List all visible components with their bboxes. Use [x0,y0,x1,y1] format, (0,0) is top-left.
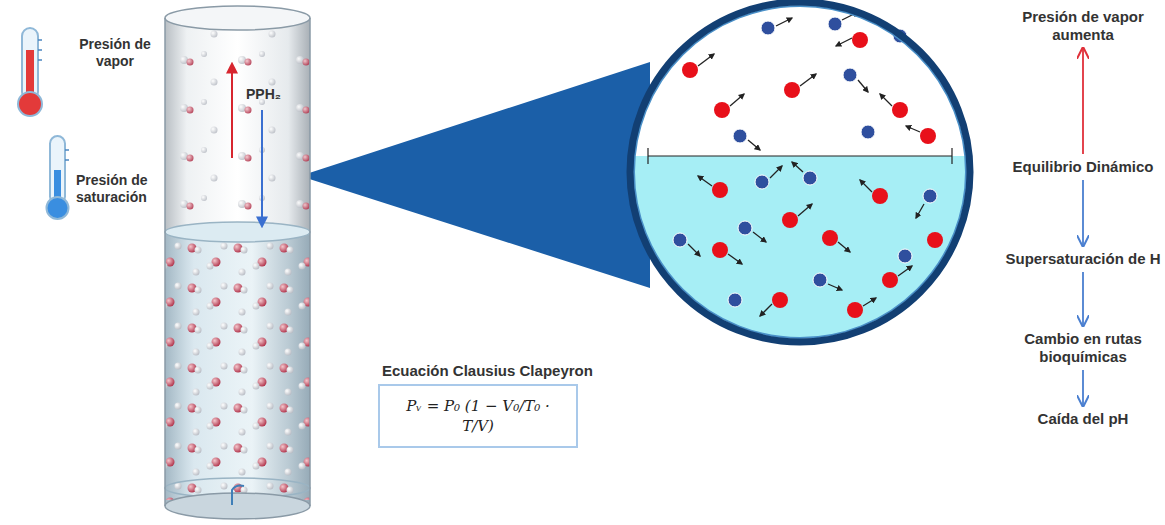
flow-step: Supersaturación de H [1005,250,1161,268]
cylinder [165,6,310,519]
thermometer-hot [18,28,42,116]
flow-arrow [1082,272,1084,326]
step-text: Equilibrio Dinámico [1005,158,1161,176]
annotation-label: Presión de saturación [76,172,172,206]
equation-frame: Pᵥ = P₀ (1 − V₀/T₀ · T/V) [378,384,578,448]
step-text: Supersaturación de H [1005,250,1161,268]
flow-step: Equilibrio Dinámico [1005,158,1161,176]
flow-step: Presión de vapor aumenta [1005,8,1161,44]
step-text: Cambio en rutas bioquímicas [1005,330,1161,366]
evaporation-arrow [231,64,233,158]
flow-arrow [1082,48,1084,154]
thermometer-cold [47,136,70,219]
equation-box: Ecuación Clausius Clapeyron Pᵥ = P₀ (1 − … [378,362,618,448]
annotation-label: PPH₂ [246,86,306,103]
flow-step: Cambio en rutas bioquímicas [1005,330,1161,366]
step-text: Caída del pH [1005,410,1161,428]
equation-formula: Pᵥ = P₀ (1 − V₀/T₀ · T/V) [390,396,566,436]
condensation-arrow [261,110,263,226]
equation-title: Ecuación Clausius Clapeyron [378,362,618,380]
flow-arrow [1082,370,1084,406]
step-text: Presión de vapor aumenta [1005,8,1161,44]
flow-arrow [1082,180,1084,246]
magnified-view [630,0,970,346]
flow-step: Caída del pH [1005,410,1161,428]
magnifier-cone [300,62,650,288]
annotation-label: Presión de vapor [75,36,155,70]
